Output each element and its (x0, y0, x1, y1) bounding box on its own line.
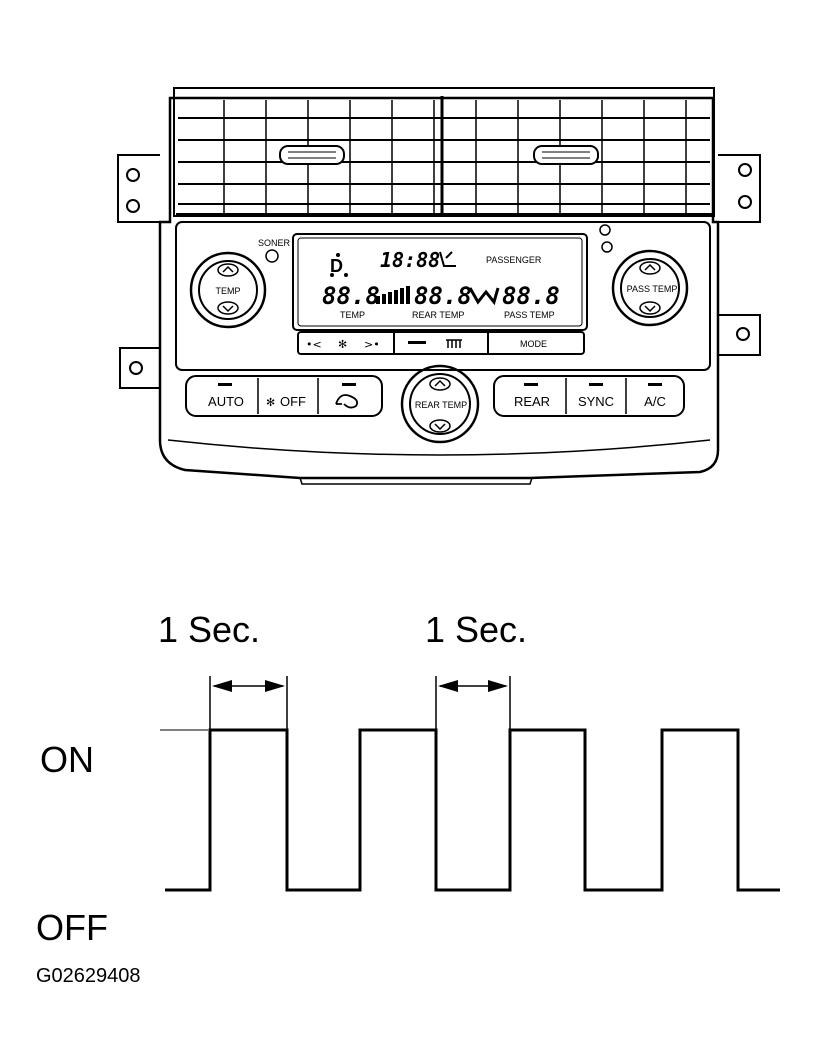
interval-label-1: 1 Sec. (158, 609, 260, 650)
sunload-sensor: SONER (258, 238, 291, 263)
interval-label-2: 1 Sec. (425, 609, 527, 650)
temp-caption: TEMP (340, 310, 365, 320)
auto-button-label: AUTO (208, 394, 244, 409)
defrost-bar-icon (408, 341, 426, 344)
interval-dimension-1 (209, 676, 288, 732)
control-faceplate (175, 221, 711, 371)
figure-code: G02629408 (36, 965, 141, 987)
rear-temp-knob[interactable]: REAR TEMP (400, 364, 480, 444)
pass-temp-knob-label: PASS TEMP (627, 284, 678, 294)
lcd-display: D 18:88 PASSENGER 88.8 88.8 88.8 TEMP RE… (292, 233, 588, 331)
rear-temp-up-icon[interactable] (429, 377, 451, 391)
fan-speed-button[interactable]: •< ✻ >• (306, 338, 380, 351)
airflow-mode-icon (468, 287, 500, 306)
off-level-label: OFF (36, 907, 108, 948)
sync-button-label: SYNC (578, 394, 614, 409)
passenger-label: PASSENGER (486, 255, 542, 265)
temp-readout-mid: 88.8 (414, 282, 472, 310)
fan-off-button-label: OFF (280, 394, 306, 409)
fan-icon-small: ✻ (266, 396, 275, 409)
sync-indicator-led (589, 383, 603, 386)
vent-tab-left (279, 145, 345, 165)
air-vent-grille (173, 87, 715, 217)
ac-indicator-led (648, 383, 662, 386)
fan-off-button[interactable]: ✻ OFF (266, 394, 306, 409)
fan-icon: ✻ (338, 338, 347, 351)
pass-temp-up-icon[interactable] (639, 261, 661, 275)
temp-knob[interactable]: TEMP (189, 251, 267, 329)
pass-temp-caption: PASS TEMP (504, 310, 555, 320)
seat-icon (439, 251, 456, 267)
recirculation-button[interactable] (335, 383, 359, 409)
pass-temp-down-icon[interactable] (639, 301, 661, 315)
vent-tab-right (533, 145, 599, 165)
pass-temp-knob[interactable]: PASS TEMP (611, 249, 689, 327)
recirculation-icon (335, 394, 359, 409)
mounting-bracket-left-lower (119, 347, 160, 389)
mode-indicator-glyph: D (330, 256, 343, 276)
recirc-indicator-led (342, 383, 356, 386)
mode-button[interactable]: MODE (520, 339, 547, 349)
mounting-bracket-right-lower (718, 314, 761, 356)
rear-button[interactable]: REAR (514, 383, 550, 409)
clock-readout: 18:88 (380, 248, 440, 272)
temp-up-icon[interactable] (217, 263, 239, 277)
on-level-label: ON (40, 739, 94, 780)
ac-button[interactable]: A/C (644, 383, 666, 409)
indicator-lamp-2 (601, 241, 613, 253)
climate-control-panel: SONER TEMP PASS TEMP (117, 87, 761, 485)
rear-button-label: REAR (514, 394, 550, 409)
vent-dot-icon (330, 273, 334, 277)
lcd-button-strip: •< ✻ >• MODE (297, 331, 585, 355)
mounting-bracket-right-upper (718, 154, 761, 223)
rear-defrost-button[interactable] (408, 339, 462, 348)
sync-button[interactable]: SYNC (578, 383, 614, 409)
indicator-lamp-1 (599, 224, 611, 236)
fan-down-icon: •< (306, 338, 322, 351)
lower-button-row: AUTO ✻ OFF REAR SYNC A/C (185, 375, 685, 417)
temp-knob-label: TEMP (215, 286, 240, 296)
sensor-label: SONER (258, 238, 291, 248)
signal-timing-diagram: 1 Sec. 1 Sec. ON OFF (36, 609, 780, 948)
rear-temp-caption: REAR TEMP (412, 310, 464, 320)
auto-button[interactable]: AUTO (208, 383, 244, 409)
panel-housing (158, 96, 720, 480)
rear-temp-down-icon[interactable] (429, 419, 451, 433)
auto-indicator-led (218, 383, 232, 386)
rear-temp-knob-label: REAR TEMP (415, 400, 467, 410)
ac-button-label: A/C (644, 394, 666, 409)
interval-dimension-2 (435, 676, 511, 732)
rear-defrost-icon (446, 339, 462, 348)
fan-speed-bar-icon (376, 286, 410, 304)
temp-readout-right: 88.8 (502, 282, 560, 310)
temp-readout-left: 88.8 (322, 282, 380, 310)
temp-down-icon[interactable] (217, 301, 239, 315)
rear-indicator-led (524, 383, 538, 386)
mounting-bracket-left-upper (117, 154, 160, 223)
on-off-square-wave (165, 728, 780, 892)
fan-up-icon: >• (364, 338, 380, 351)
